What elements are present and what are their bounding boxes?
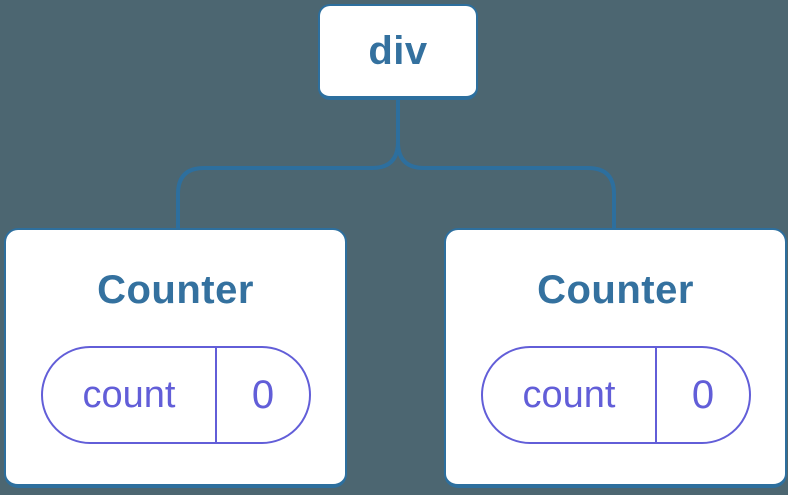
state-key: count (43, 348, 218, 442)
component-name: Counter (537, 268, 694, 312)
state-key: count (483, 348, 658, 442)
state-value: 0 (251, 372, 275, 417)
connector-right-branch (396, 100, 616, 230)
root-node-label: div (368, 28, 428, 73)
component-name: Counter (97, 268, 254, 312)
root-node: div (318, 4, 478, 100)
connector-left-branch (176, 100, 400, 230)
state-pill: count 0 (480, 346, 751, 444)
state-value: 0 (691, 372, 715, 417)
counter-card-right: Counter count 0 (444, 228, 787, 488)
counter-card-left: Counter count 0 (4, 228, 347, 488)
state-pill: count 0 (40, 346, 311, 444)
